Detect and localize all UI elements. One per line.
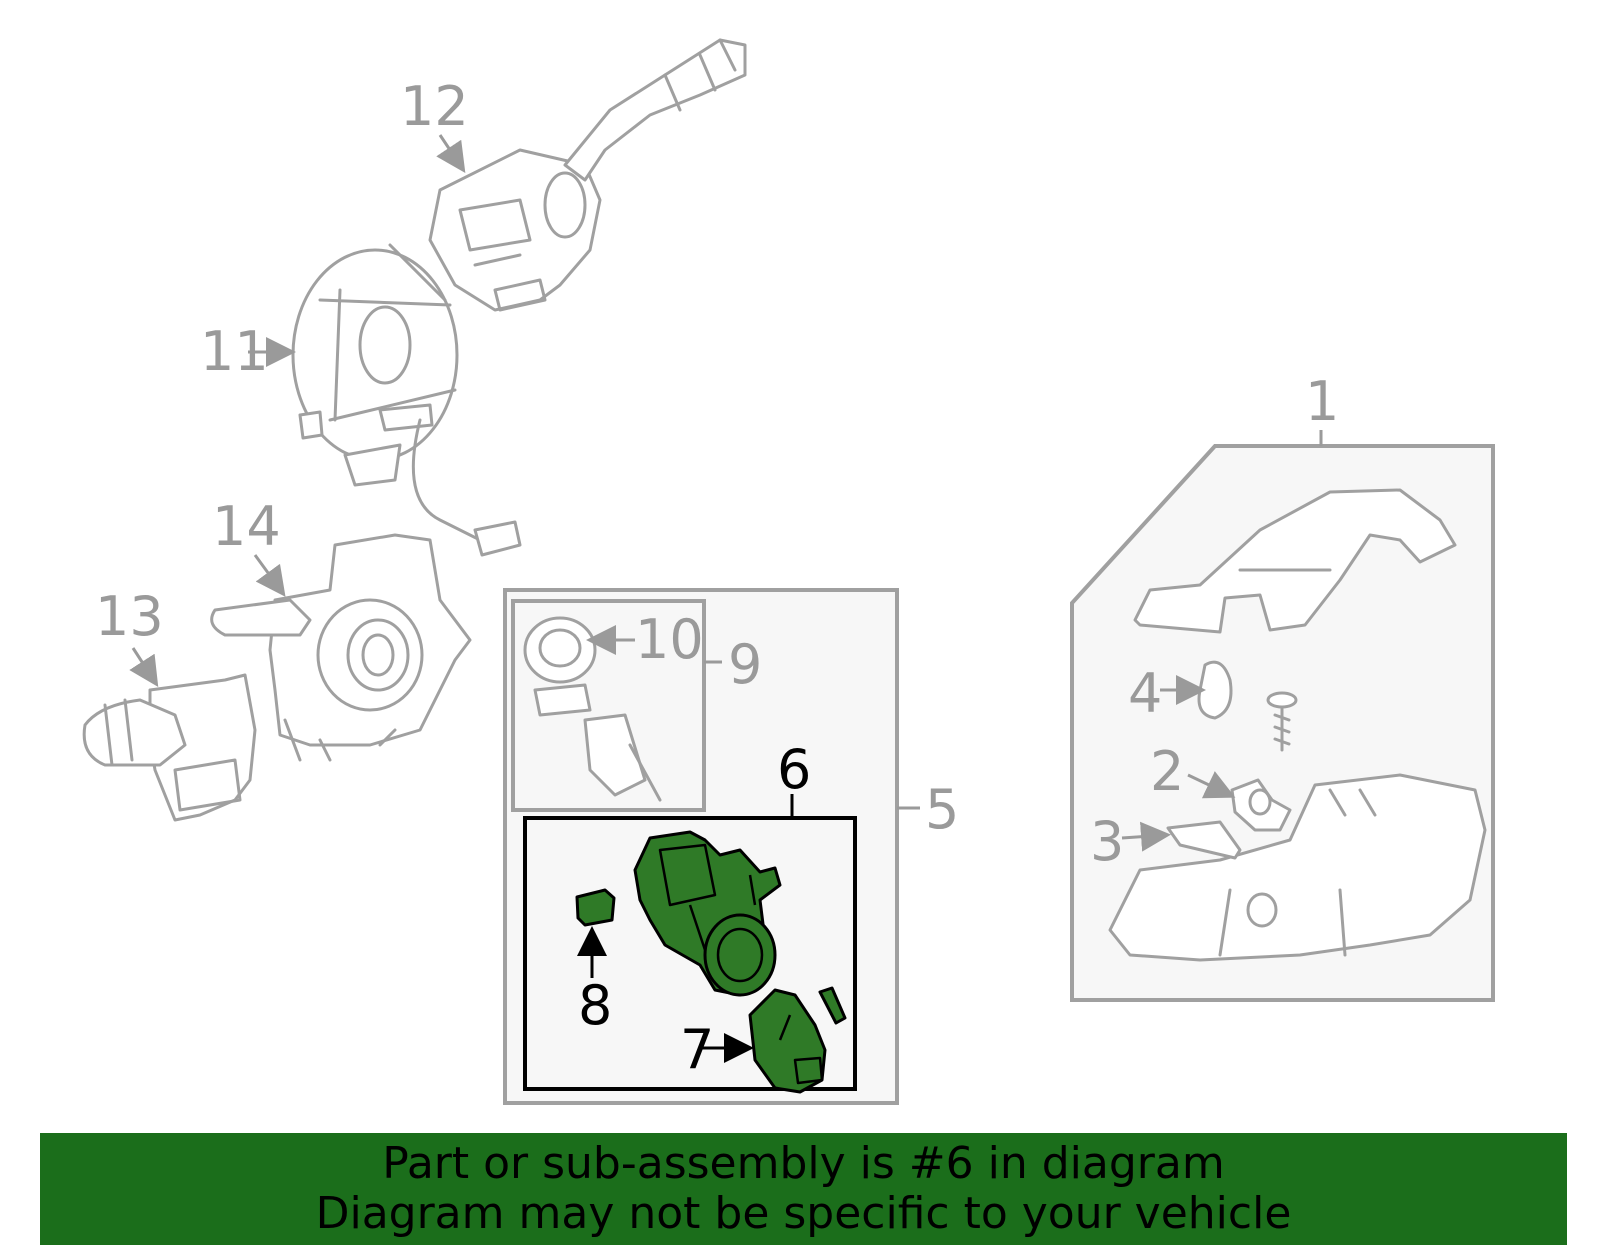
part-1-lower-column-cover (1108, 773, 1487, 962)
part-12-turn-signal-switch (428, 38, 747, 312)
callout-12: 12 (400, 75, 469, 138)
banner-line-disclaimer: Diagram may not be specific to your vehi… (315, 1188, 1292, 1239)
callout-14: 14 (212, 495, 281, 558)
callout-5: 5 (925, 778, 959, 841)
callout-13: 13 (95, 585, 164, 648)
callout-8: 8 (578, 974, 612, 1037)
part-13-wiper-switch (82, 673, 257, 822)
part-2-lock-cylinder-trim (1230, 778, 1292, 832)
callout-10: 10 (635, 608, 704, 671)
part-3-bezel (1166, 820, 1242, 860)
part-7-ignition-switch (748, 986, 847, 1094)
screw-icon (1266, 691, 1298, 752)
info-banner: Part or sub-assembly is #6 in diagram Di… (40, 1133, 1567, 1245)
banner-line-part: Part or sub-assembly is #6 in diagram (382, 1138, 1225, 1189)
callout-4: 4 (1128, 662, 1162, 725)
part-1-upper-column-cover (1133, 488, 1457, 634)
part-4-clip (1197, 660, 1233, 720)
part-11-clock-spring (291, 243, 522, 557)
callout-6: 6 (777, 738, 811, 801)
callout-2: 2 (1150, 740, 1184, 803)
part-8-key-reminder-switch (575, 888, 616, 927)
part-10-immobilizer-ring (523, 616, 662, 802)
callout-3: 3 (1090, 810, 1124, 873)
callout-9: 9 (728, 633, 762, 696)
callout-1: 1 (1305, 370, 1339, 433)
callout-7: 7 (680, 1018, 714, 1081)
part-6-ignition-lock-housing (633, 830, 782, 997)
part-14-switch-body (210, 533, 472, 762)
